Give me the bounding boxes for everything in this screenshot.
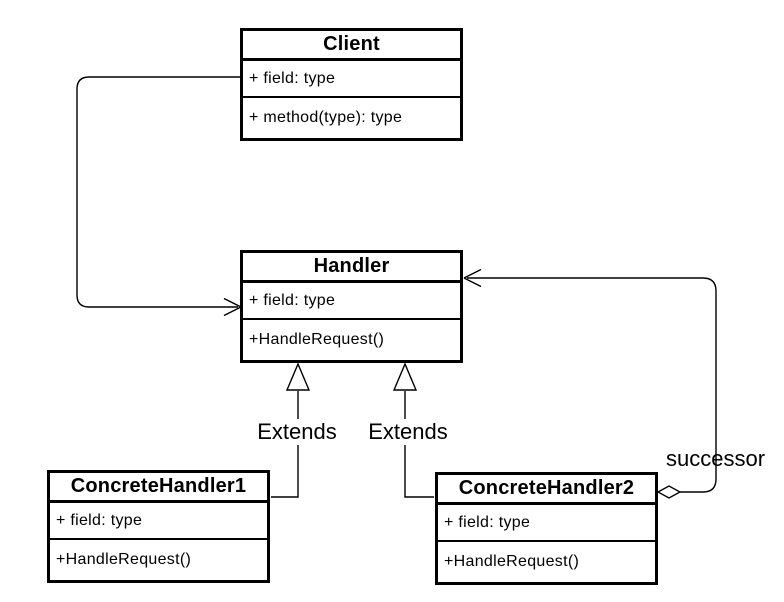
class-method-handler: +HandleRequest() <box>249 331 385 348</box>
association-client-handler-arrowhead <box>223 297 242 317</box>
class-box-concrete-handler-2: ConcreteHandler2 + field: type +HandleRe… <box>435 472 658 585</box>
aggregation-diamond <box>656 485 682 499</box>
generalization-ch1-triangle <box>285 362 311 391</box>
successor-association-arrowhead <box>463 268 482 288</box>
association-client-handler-line <box>76 76 240 308</box>
class-attribute-handler: + field: type <box>243 283 460 320</box>
generalization-ch2-triangle <box>392 362 418 391</box>
extends-label-right: Extends <box>365 419 451 445</box>
successor-association-line <box>467 277 717 493</box>
class-name-handler: Handler <box>243 253 460 283</box>
class-method-concrete-handler-1: +HandleRequest() <box>56 551 192 568</box>
class-attribute-concrete-handler-2: + field: type <box>438 505 655 542</box>
class-box-concrete-handler-1: ConcreteHandler1 + field: type +HandleRe… <box>47 470 270 583</box>
class-name-client: Client <box>243 31 460 61</box>
class-method-concrete-handler-2: +HandleRequest() <box>444 553 580 570</box>
class-method-client: + method(type): type <box>249 109 403 126</box>
class-box-client: Client + field: type + method(type): typ… <box>240 28 463 141</box>
class-attribute-concrete-handler-1: + field: type <box>50 503 267 540</box>
extends-label-left: Extends <box>254 419 340 445</box>
class-name-concrete-handler-1: ConcreteHandler1 <box>50 473 267 503</box>
class-box-handler: Handler + field: type +HandleRequest() <box>240 250 463 363</box>
class-attribute-client: + field: type <box>243 61 460 98</box>
class-name-concrete-handler-2: ConcreteHandler2 <box>438 475 655 505</box>
successor-label: successor <box>666 446 766 471</box>
